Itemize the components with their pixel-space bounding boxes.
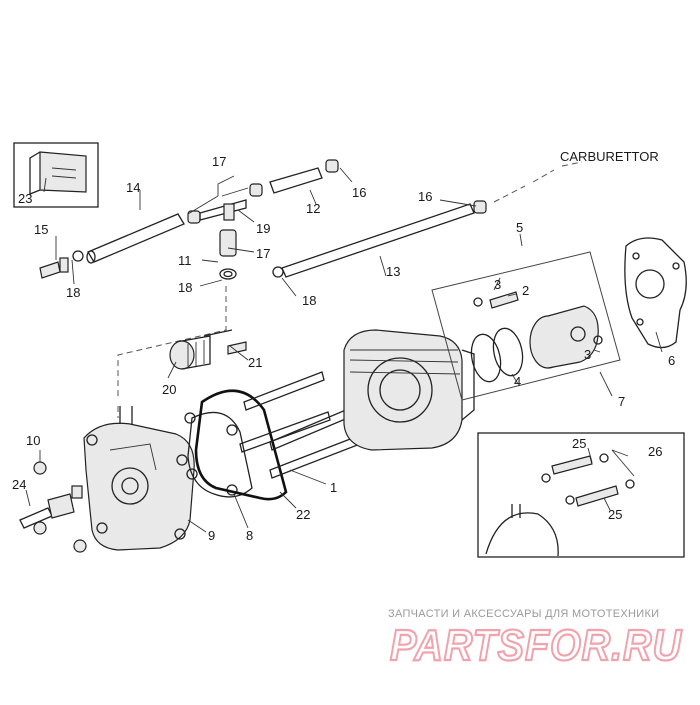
- label-13: 13: [386, 264, 400, 279]
- label-18b: 18: [66, 285, 80, 300]
- gasket-22: [194, 389, 288, 501]
- label-22: 22: [296, 507, 310, 522]
- watermark-tagline: ЗАПЧАСТИ И АКСЕССУАРЫ ДЛЯ МОТОТЕХНИКИ: [388, 608, 659, 620]
- label-16a: 16: [352, 185, 366, 200]
- label-14: 14: [126, 180, 140, 195]
- label-18a: 18: [178, 280, 192, 295]
- hose-13: [281, 200, 487, 278]
- label-18c: 18: [302, 293, 316, 308]
- nuts-10: [33, 461, 87, 553]
- label-17b: 17: [256, 246, 270, 261]
- label-23: 23: [18, 191, 32, 206]
- wrist-pin: [473, 291, 603, 345]
- label-3b: 3: [584, 347, 591, 362]
- piston-2: [529, 305, 599, 369]
- label-1: 1: [330, 480, 337, 495]
- label-4: 4: [514, 374, 521, 389]
- label-3a: 3: [494, 277, 501, 292]
- label-9: 9: [208, 528, 215, 543]
- watermark-brand: PARTSFOR.RU: [390, 621, 682, 670]
- label-19: 19: [256, 221, 270, 236]
- bolt-21: [203, 329, 247, 355]
- cylinder-head-9: [83, 406, 195, 551]
- piston-kit-box: [431, 251, 621, 401]
- carburettor-line: [493, 161, 583, 203]
- label-6: 6: [668, 353, 675, 368]
- screw-15: [39, 257, 69, 279]
- label-20: 20: [162, 382, 176, 397]
- leader-lines: [25, 167, 663, 533]
- label-5: 5: [516, 220, 523, 235]
- label-12: 12: [306, 201, 320, 216]
- watermark: ЗАПЧАСТИ И АКСЕССУАРЫ ДЛЯ МОТОТЕХНИКИ PA…: [388, 608, 682, 671]
- label-16b: 16: [418, 189, 432, 204]
- label-8: 8: [246, 528, 253, 543]
- cylinder: [343, 329, 475, 451]
- clamps-18: [72, 250, 284, 278]
- label-25b: 25: [608, 507, 622, 522]
- hose-14: [86, 213, 185, 264]
- inset-25-26: [477, 432, 685, 558]
- sensor-24: [19, 485, 83, 529]
- label-11: 11: [178, 253, 192, 268]
- thermostat-20: [169, 335, 211, 370]
- label-24: 24: [12, 477, 26, 492]
- label-17a: 17: [212, 154, 226, 169]
- part-23-inset: [13, 142, 99, 208]
- label-2: 2: [522, 283, 529, 298]
- label-25a: 25: [572, 436, 586, 451]
- gasket-8: [184, 411, 253, 498]
- label-7: 7: [618, 394, 625, 409]
- label-21: 21: [248, 355, 262, 370]
- hose-12: [269, 159, 339, 194]
- hose-connectors: [187, 183, 263, 280]
- label-26: 26: [648, 444, 662, 459]
- part-labels: CARBURETTOR 17 14 12 16 16 19 17 11 18 1…: [12, 149, 675, 543]
- base-gasket-6: [624, 237, 687, 349]
- label-10: 10: [26, 433, 40, 448]
- label-15: 15: [34, 222, 48, 237]
- label-carburettor: CARBURETTOR: [560, 149, 659, 164]
- head-oil-line: [117, 286, 227, 418]
